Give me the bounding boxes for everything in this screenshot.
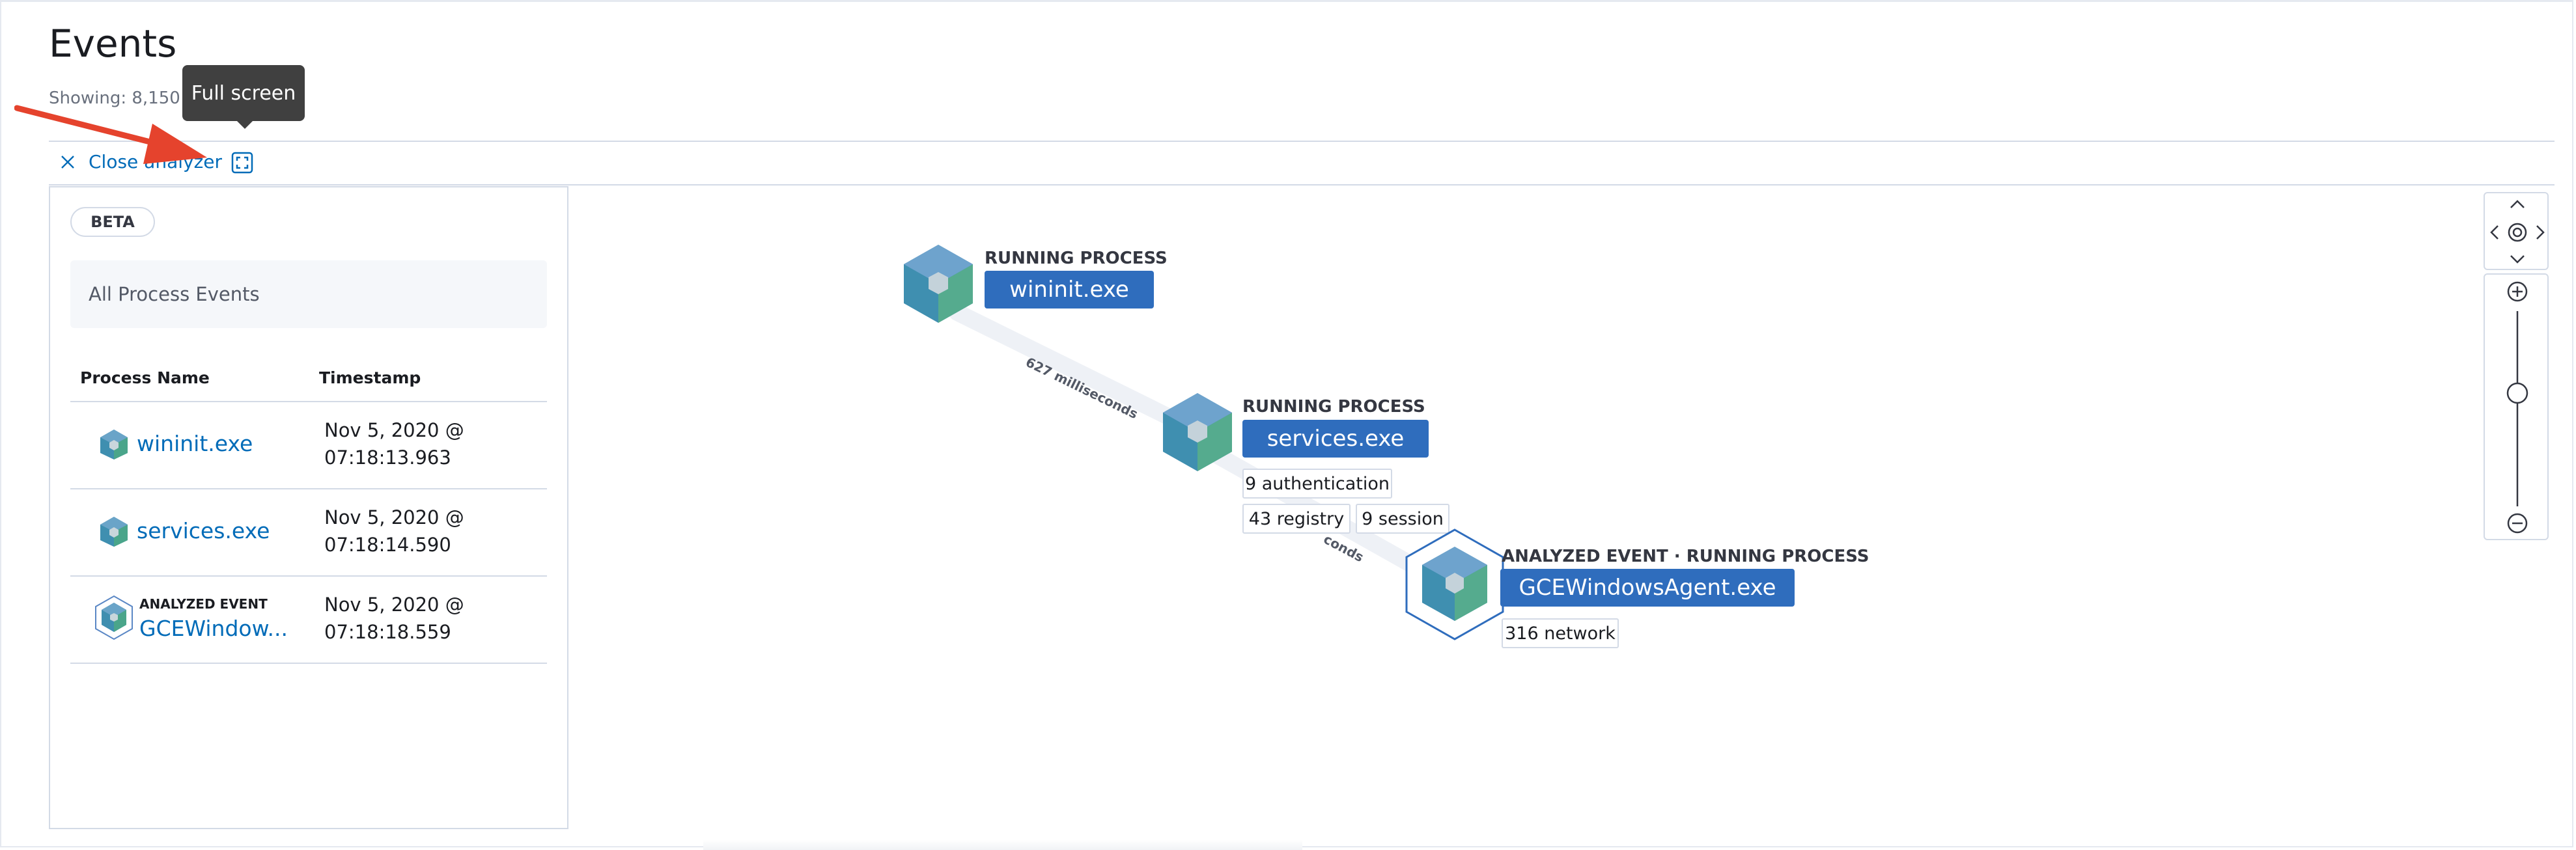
process-link-gcewindowsagent[interactable]: GCEWindow... (139, 616, 288, 641)
timestamp-line: 07:18:18.559 (324, 621, 451, 643)
beta-badge: BETA (70, 207, 155, 237)
toolbar-divider-bottom (49, 184, 2555, 185)
pan-control-icons (2490, 200, 2545, 264)
table-divider (70, 488, 547, 489)
table-divider (70, 401, 547, 402)
timestamp-line: 07:18:14.590 (324, 534, 451, 556)
pan-left-icon (2490, 225, 2499, 240)
zoom-in-icon (2507, 281, 2528, 302)
node-state-label: RUNNING PROCESS (985, 249, 1168, 268)
fullscreen-tooltip: Full screen (182, 65, 305, 121)
page-title: Events (49, 21, 177, 66)
pan-down-icon (2510, 255, 2525, 264)
analyzed-process-cube-icon (95, 595, 133, 640)
pan-controls (2484, 192, 2549, 270)
process-link-services[interactable]: services.exe (137, 518, 270, 543)
timestamp-line: 07:18:13.963 (324, 446, 451, 469)
toolbar-divider-top (49, 141, 2555, 142)
pan-right-icon (2536, 225, 2545, 240)
process-cube-icon (100, 430, 128, 459)
zoom-slider-handle (2506, 382, 2528, 404)
node-button-wininit[interactable]: wininit.exe (985, 271, 1154, 308)
event-pill-authentication[interactable]: 9 authentication (1242, 469, 1392, 499)
annotation-arrow-icon (14, 105, 207, 164)
analyzed-event-label: ANALYZED EVENT (139, 596, 268, 612)
table-divider (70, 663, 547, 664)
timestamp-line: Nov 5, 2020 @ (324, 419, 464, 441)
timestamp-line: Nov 5, 2020 @ (324, 594, 464, 616)
node-state-label: ANALYZED EVENT · RUNNING PROCESS (1502, 547, 1869, 566)
analyzed-node-cube-icon[interactable] (1404, 527, 1505, 642)
node-state-label: RUNNING PROCESS (1242, 397, 1425, 417)
timestamp-line: Nov 5, 2020 @ (324, 506, 464, 528)
process-cube-icon (100, 517, 128, 547)
tooltip-text: Full screen (191, 81, 296, 105)
pan-up-icon (2510, 200, 2525, 208)
process-node-cube-icon[interactable] (901, 242, 975, 325)
scroll-shadow (703, 840, 1302, 850)
event-pill-session[interactable]: 9 session (1356, 504, 1449, 534)
table-divider (70, 575, 547, 577)
event-pill-registry[interactable]: 43 registry (1242, 504, 1351, 534)
process-node-cube-icon[interactable] (1160, 391, 1235, 474)
fullscreen-icon[interactable] (231, 152, 253, 174)
process-link-wininit[interactable]: wininit.exe (137, 431, 253, 456)
column-header-process-name[interactable]: Process Name (80, 368, 210, 387)
tooltip-arrow (234, 118, 255, 129)
zoom-out-icon (2507, 513, 2528, 534)
zoom-controls (2484, 273, 2549, 540)
event-pill-network[interactable]: 316 network (1502, 618, 1619, 648)
node-button-gcewindowsagent[interactable]: GCEWindowsAgent.exe (1500, 569, 1795, 607)
zoom-control-icons (2506, 281, 2528, 534)
all-process-events-breadcrumb[interactable]: All Process Events (70, 260, 547, 328)
node-button-services[interactable]: services.exe (1242, 420, 1429, 458)
center-icon (2508, 223, 2527, 242)
column-header-timestamp[interactable]: Timestamp (319, 368, 421, 387)
close-icon (61, 155, 74, 169)
all-process-events-label: All Process Events (89, 283, 260, 305)
